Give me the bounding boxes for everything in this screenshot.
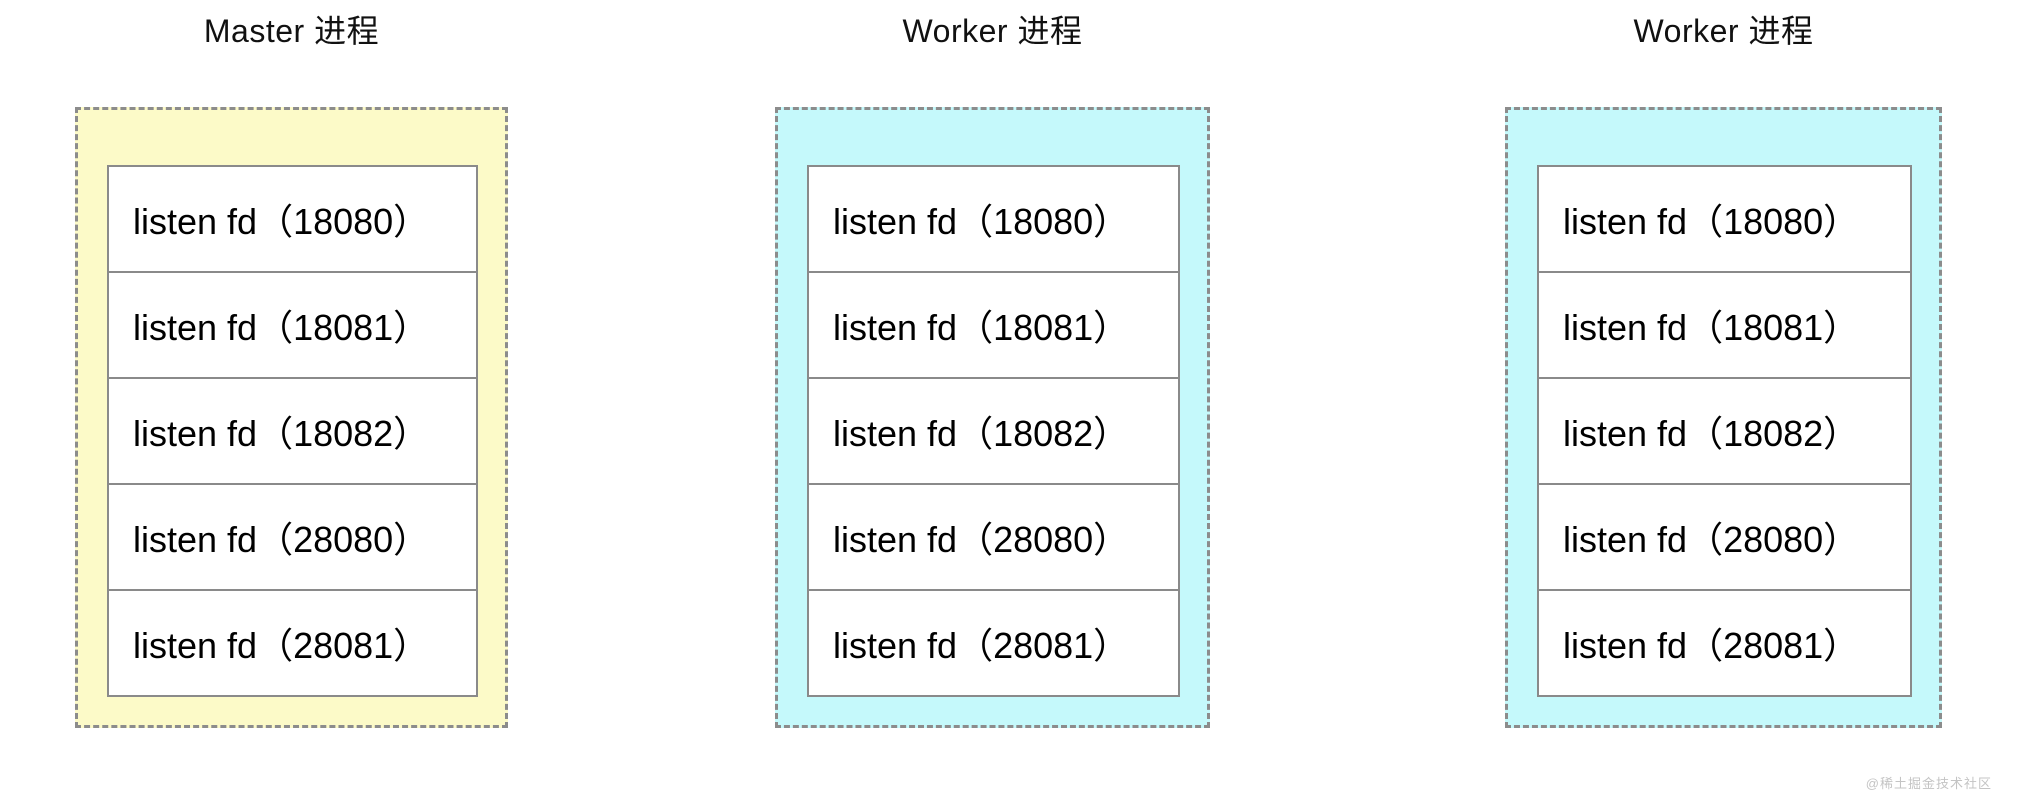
fd-row: listen fd（28080） [1539,485,1910,591]
fd-row: listen fd（18081） [109,273,476,379]
fd-list: listen fd（18080） listen fd（18081） listen… [807,165,1180,697]
fd-row: listen fd（18082） [1539,379,1910,485]
fd-row: listen fd（28081） [1563,625,1860,666]
process-column-master: Master 进程 listen fd（18080） listen fd（180… [75,0,508,760]
fd-row: listen fd（18081） [809,273,1178,379]
fd-list: listen fd（18080） listen fd（18081） listen… [107,165,478,697]
watermark: @稀土掘金技术社区 [1865,776,1992,791]
process-title: Master 进程 [203,13,380,49]
worker-process-box: listen fd（18080） listen fd（18081） listen… [1505,107,1942,728]
process-column-worker-1: Worker 进程 listen fd（18080） listen fd（180… [775,0,1210,760]
process-column-worker-2: Worker 进程 listen fd（18080） listen fd（180… [1505,0,1942,760]
fd-row: listen fd（18082） [809,379,1178,485]
fd-row: listen fd（18080） [109,167,476,273]
process-title: Worker 进程 [902,13,1083,49]
fd-list: listen fd（18080） listen fd（18081） listen… [1537,165,1912,697]
worker-process-box: listen fd（18080） listen fd（18081） listen… [775,107,1210,728]
fd-row: listen fd（28080） [809,485,1178,591]
fd-row: listen fd（18080） [1539,167,1910,273]
fd-row: listen fd（28080） [109,485,476,591]
fd-row: listen fd（18082） [109,379,476,485]
process-title: Worker 进程 [1633,13,1814,49]
master-process-box: listen fd（18080） listen fd（18081） listen… [75,107,508,728]
fd-row: listen fd（28081） [833,625,1130,666]
fd-row: listen fd（28081） [133,625,430,666]
fd-row: listen fd（18080） [809,167,1178,273]
fd-row: listen fd（18081） [1539,273,1910,379]
